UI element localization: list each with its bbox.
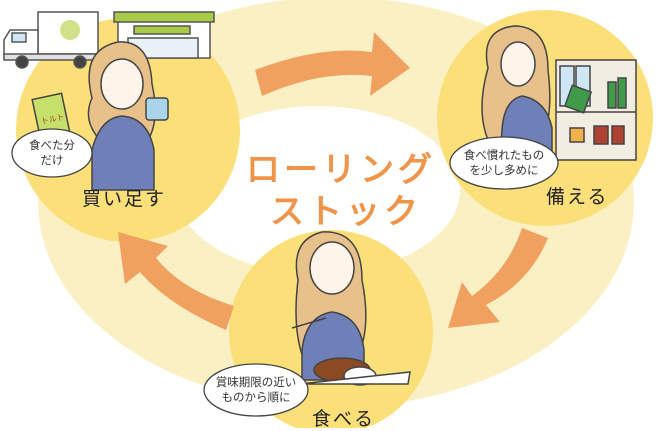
ring-inner-white — [176, 106, 460, 274]
eat-bubble — [203, 363, 309, 417]
store-icon — [113, 11, 215, 59]
prepare-bubble — [449, 136, 559, 190]
shopper-illustration: トルト — [31, 41, 169, 191]
preparer-illustration — [481, 25, 637, 161]
buy-bubble — [11, 128, 93, 178]
arrow-prepare-to-eat — [448, 228, 548, 328]
arrow-eat-to-buy — [118, 232, 234, 330]
buy-bubble-text: 食べた分 だけ — [29, 138, 75, 167]
prepare-label: 備える — [546, 186, 609, 208]
buy-label: 買い足す — [82, 188, 167, 210]
eat-label: 食べる — [312, 408, 376, 430]
eater-illustration — [291, 231, 411, 386]
title-line-1: ローリング — [246, 150, 436, 190]
delivery-truck-icon — [3, 11, 101, 69]
arrow-buy-to-prepare — [255, 32, 410, 96]
eat-bubble-text: 賞味期限の近い ものから順に — [215, 375, 297, 404]
title-line-2: ストック — [270, 192, 422, 232]
prepare-bubble-text: 食べ慣れたもの を少し多めに — [463, 148, 545, 177]
